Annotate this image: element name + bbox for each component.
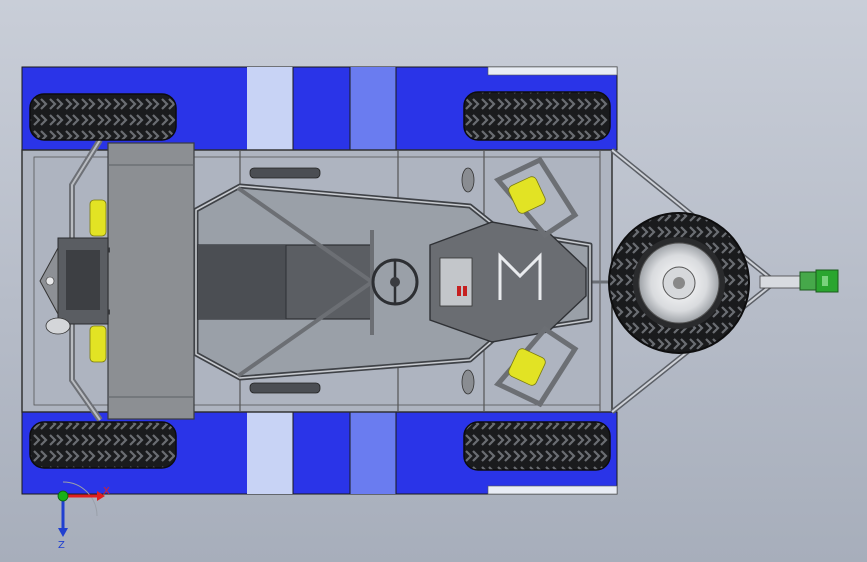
steering-wheel: [371, 258, 419, 306]
bed-light-strip-top: [247, 67, 293, 150]
hood-logo: [498, 252, 542, 300]
triad-x-label: X: [103, 486, 110, 497]
rear-crossbar: [107, 142, 195, 420]
orientation-triad[interactable]: X Z: [57, 481, 110, 551]
rear-right-wheel: [29, 421, 177, 469]
rear-differential: [39, 237, 109, 335]
rear-left-wheel: [29, 93, 177, 141]
triad-z-label: Z: [58, 540, 65, 551]
kart: [39, 138, 593, 422]
front-spring-bottom: [508, 348, 546, 386]
front-right-wheel: [463, 421, 611, 471]
dashboard-panel: [439, 257, 473, 307]
hood: [429, 221, 587, 343]
front-left-wheel: [463, 91, 611, 141]
hitch-coupler: [799, 269, 839, 293]
front-spring-top: [508, 176, 546, 214]
rear-spring-top: [89, 199, 107, 237]
bed-mid-strip-top: [350, 67, 396, 150]
bed-mid-strip-bottom: [350, 412, 396, 494]
spare-wheel: [608, 212, 750, 354]
triad-y-axis: [57, 490, 69, 502]
bed-light-strip-bottom: [247, 412, 293, 494]
rear-spring-bottom: [89, 325, 107, 363]
